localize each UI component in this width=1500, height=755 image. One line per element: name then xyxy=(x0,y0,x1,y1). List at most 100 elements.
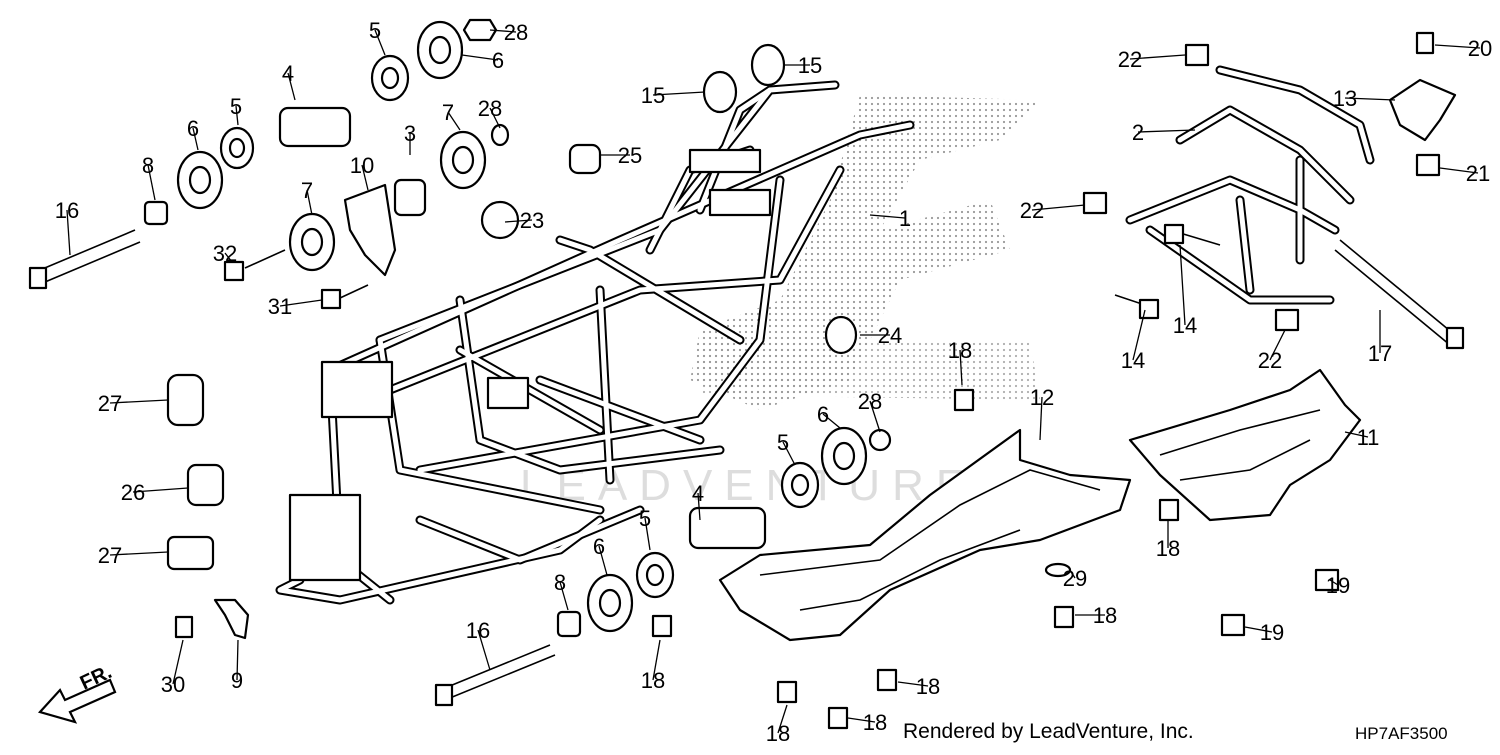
leader-line-12 xyxy=(1039,396,1043,441)
leader-line-11 xyxy=(1344,431,1369,438)
callout-22: 22 xyxy=(1020,198,1044,223)
leader-line-18 xyxy=(847,717,876,723)
callout-18: 18 xyxy=(916,674,940,699)
leader-line-15 xyxy=(652,91,706,96)
callout-8: 8 xyxy=(142,153,154,178)
callout-30: 30 xyxy=(161,672,185,697)
callout-20: 20 xyxy=(1468,36,1492,61)
leader-line-8 xyxy=(559,581,569,611)
leader-line-19 xyxy=(1329,579,1339,586)
leader-line-6 xyxy=(192,127,199,151)
callout-9: 9 xyxy=(231,668,243,693)
callout-21: 21 xyxy=(1466,161,1490,186)
callout-17: 17 xyxy=(1368,341,1392,366)
callout-19: 19 xyxy=(1260,620,1284,645)
callout-26: 26 xyxy=(121,480,145,505)
bracket-13 xyxy=(1388,78,1457,142)
skid-plate-12 xyxy=(718,428,1132,642)
leader-line-6 xyxy=(598,545,608,576)
diagram-code: HP7AF3500 xyxy=(1355,724,1448,743)
credit-text: Rendered by LeadVenture, Inc. xyxy=(903,720,1194,743)
leader-line-4 xyxy=(697,492,701,521)
leader-line-9 xyxy=(236,639,239,681)
leader-line-5 xyxy=(644,517,651,551)
leader-line-7 xyxy=(306,189,313,216)
leader-line-27 xyxy=(109,551,169,556)
leader-line-27 xyxy=(109,399,169,404)
leader-line-4 xyxy=(287,72,296,101)
callout-6: 6 xyxy=(593,534,605,559)
leader-line-5 xyxy=(235,105,239,126)
callout-12: 12 xyxy=(1030,385,1054,410)
callout-4: 4 xyxy=(692,481,704,506)
leader-line-28 xyxy=(869,400,881,433)
leader-line-16 xyxy=(477,629,491,671)
leader-line-31 xyxy=(279,299,323,307)
callout-24: 24 xyxy=(878,323,902,348)
skid-plate-11 xyxy=(1128,368,1362,522)
leader-line-1 xyxy=(869,214,906,219)
callout-27: 27 xyxy=(98,391,122,416)
leader-line-20 xyxy=(1434,44,1481,49)
callout-10: 10 xyxy=(350,153,374,178)
callout-18: 18 xyxy=(766,721,790,746)
callout-18: 18 xyxy=(1156,536,1180,561)
callout-29: 29 xyxy=(1063,566,1087,591)
leader-line-2 xyxy=(1137,129,1196,133)
leader-line-18 xyxy=(897,681,929,687)
callout-7: 7 xyxy=(442,100,454,125)
leader-line-21 xyxy=(1439,167,1479,174)
leader-line-18 xyxy=(777,704,788,734)
callout-25: 25 xyxy=(618,143,642,168)
leader-line-28 xyxy=(489,29,517,33)
front-direction-arrow: FR. xyxy=(37,661,117,724)
callout-4: 4 xyxy=(282,61,294,86)
callout-31: 31 xyxy=(268,294,292,319)
leader-line-5 xyxy=(374,29,386,56)
callout-15: 15 xyxy=(798,53,822,78)
callout-5: 5 xyxy=(369,18,381,43)
leader-line-26 xyxy=(132,487,189,493)
callout-19: 19 xyxy=(1326,573,1350,598)
callout-6: 6 xyxy=(187,116,199,141)
leader-line-30 xyxy=(172,639,184,685)
callout-23: 23 xyxy=(520,208,544,233)
leader-line-16 xyxy=(66,209,71,256)
leader-line-13 xyxy=(1344,97,1396,101)
leader-line-22 xyxy=(1269,329,1286,361)
callout-22: 22 xyxy=(1258,348,1282,373)
leader-line-10 xyxy=(361,164,369,191)
callout-28: 28 xyxy=(478,96,502,121)
leader-line-7 xyxy=(447,111,461,131)
leader-line-29 xyxy=(1069,569,1076,579)
callout-15: 15 xyxy=(641,83,665,108)
callout-28: 28 xyxy=(858,389,882,414)
leader-line-32 xyxy=(224,252,233,263)
callout-5: 5 xyxy=(639,506,651,531)
leader-line-6 xyxy=(822,413,841,429)
main-frame xyxy=(275,80,915,605)
small-parts xyxy=(143,18,1072,640)
leader-line-14 xyxy=(1179,244,1186,326)
leader-line-14 xyxy=(1132,309,1146,361)
leader-line-8 xyxy=(147,164,156,201)
callout-7: 7 xyxy=(301,178,313,203)
callout-5: 5 xyxy=(777,430,789,455)
leader-line-5 xyxy=(782,441,796,466)
leader-line-22 xyxy=(1031,204,1086,211)
callout-3: 3 xyxy=(404,121,416,146)
callout-14: 14 xyxy=(1173,313,1197,338)
callout-28: 28 xyxy=(504,20,528,45)
leader-line-18 xyxy=(652,639,661,681)
rear-subframe-2 xyxy=(1125,65,1375,305)
callout-11: 11 xyxy=(1357,425,1380,450)
leader-line-6 xyxy=(461,54,499,61)
callout-5: 5 xyxy=(230,94,242,119)
callout-16: 16 xyxy=(55,198,79,223)
callout-18: 18 xyxy=(1093,603,1117,628)
callout-2: 2 xyxy=(1132,120,1144,145)
callout-32: 32 xyxy=(213,241,237,266)
leader-line-18 xyxy=(959,349,963,386)
callout-22: 22 xyxy=(1118,47,1142,72)
